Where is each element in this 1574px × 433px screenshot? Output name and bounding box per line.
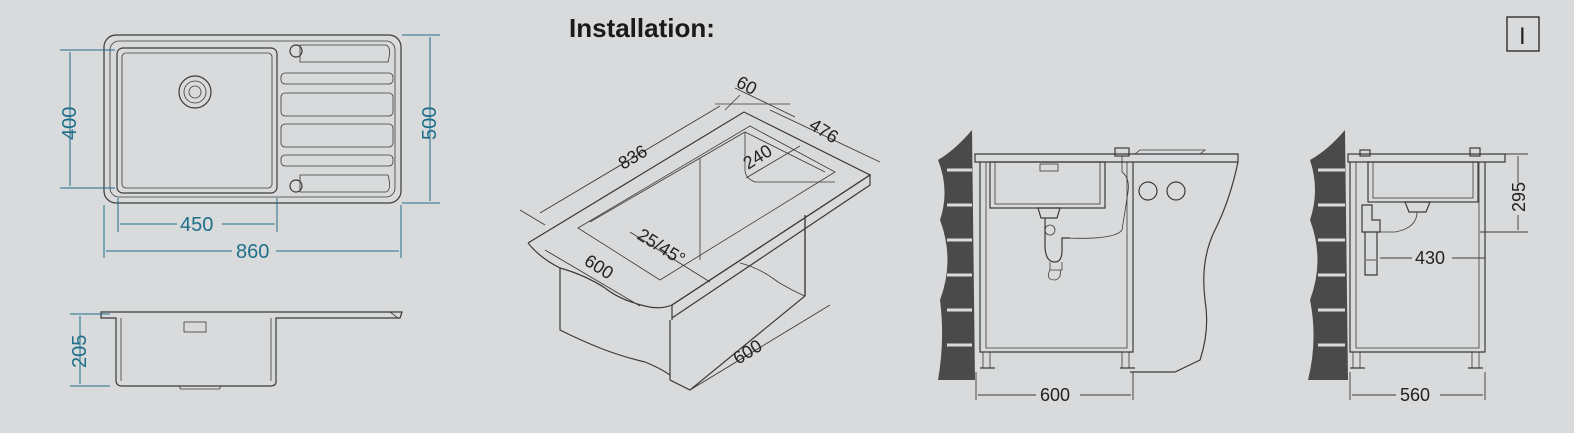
dimension-400-label: 400 [59,107,81,140]
dimension-400: 400 [59,49,115,189]
dimension-836-label: 836 [615,141,651,174]
dimension-860-label: 860 [236,241,269,263]
front-installation-view: 600 [938,130,1239,405]
dimension-560: 560 [1349,372,1486,405]
dimension-836: 836 [519,94,741,226]
dimension-205-label: 205 [69,335,91,368]
drain-icon [178,75,212,109]
dimension-angle-label: 25/45° [634,224,689,269]
dimension-560-label: 560 [1400,385,1430,405]
installation-title: Installation: [569,13,715,43]
dimension-476-label: 476 [806,114,842,147]
dimension-600-depth: 600 [689,304,831,391]
isometric-cutout-view: 836 60 476 240 25/45° 600 600 [519,72,881,391]
view-badge: I [1506,16,1540,52]
side-installation-view: 295 430 560 [1308,130,1529,405]
tap-hole-icon [289,44,303,193]
dimension-205: 205 [69,313,110,387]
dimension-450: 450 [117,198,278,236]
dimension-600-depth-label: 600 [730,336,766,369]
dimension-60: 60 [715,72,796,118]
dimension-600-front-install-label: 600 [1040,385,1070,405]
dimension-430: 430 [1380,248,1485,268]
drainboard-grooves [280,44,394,193]
dimension-500: 500 [402,34,441,204]
dimension-600-front-install: 600 [975,372,1134,405]
dimension-240: 240 [740,141,801,179]
dimension-295-label: 295 [1509,182,1529,212]
dimension-600-front-label: 600 [581,250,617,283]
sink-top-view: 400 500 450 860 [59,34,441,263]
dimension-500-label: 500 [419,107,441,140]
sink-side-view: 205 [69,311,403,390]
dimension-450-label: 450 [180,214,213,236]
view-badge-label: I [1519,23,1526,50]
dimension-430-label: 430 [1415,248,1445,268]
dimension-295: 295 [1480,153,1529,233]
dimension-60-label: 60 [733,72,760,99]
dimension-860: 860 [103,205,402,263]
